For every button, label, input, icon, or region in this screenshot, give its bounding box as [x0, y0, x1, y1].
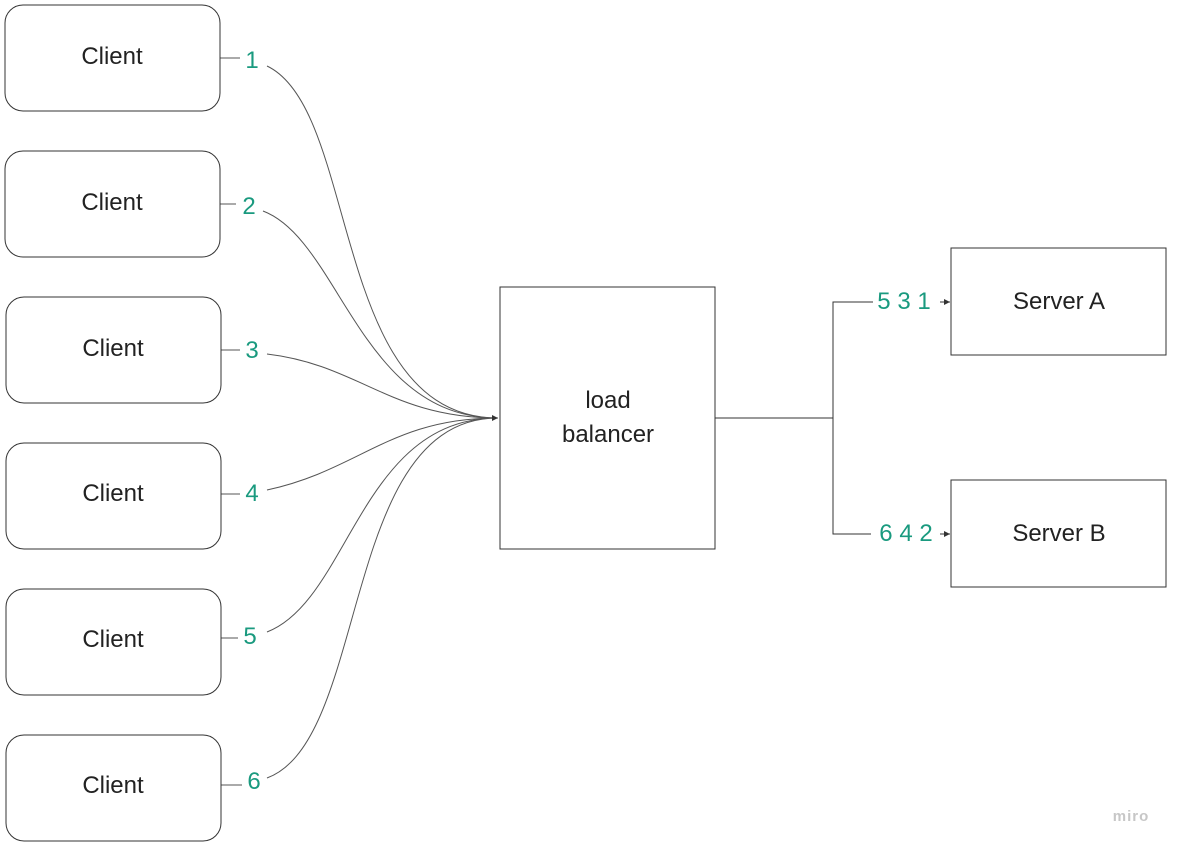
load-balancer-label-line1: load: [585, 387, 630, 414]
client-label: Client: [81, 189, 143, 216]
server-edges: [715, 299, 950, 537]
server-b-sequence: 6 4 2: [879, 520, 932, 547]
client-node-3[interactable]: Client: [5, 296, 222, 404]
client-label: Client: [81, 43, 143, 70]
load-balancer-label-line2: balancer: [562, 421, 654, 448]
edge-curve-client-4: [266, 417, 499, 491]
edge-curve-client-6: [266, 415, 499, 779]
edge-lb-server-a: [832, 301, 873, 418]
edge-curve-client-1: [266, 65, 499, 419]
client-label: Client: [82, 626, 144, 653]
client-node-4[interactable]: Client: [5, 442, 222, 550]
load-balancer-node[interactable]: load balancer: [499, 286, 716, 550]
edge-curve-client-3: [266, 353, 499, 419]
client-node-2[interactable]: Client: [4, 150, 221, 258]
client-label: Client: [82, 772, 144, 799]
client-number: 2: [242, 193, 255, 220]
server-a-sequence: 5 3 1: [877, 288, 930, 315]
client-label: Client: [82, 480, 144, 507]
client-node-6[interactable]: Client: [5, 734, 222, 842]
server-b-label: Server B: [1012, 520, 1105, 547]
client-number: 4: [245, 480, 258, 507]
server-a-label: Server A: [1013, 288, 1105, 315]
server-b-node[interactable]: Server B: [950, 479, 1167, 588]
client-number: 6: [247, 768, 260, 795]
client-edges: [220, 57, 499, 786]
edge-lb-server-b: [832, 418, 871, 535]
edge-curve-client-2: [262, 210, 499, 419]
client-number: 1: [245, 47, 258, 74]
client-label: Client: [82, 335, 144, 362]
miro-watermark: miro: [1113, 808, 1150, 825]
client-node-5[interactable]: Client: [5, 588, 222, 696]
client-number: 5: [243, 623, 256, 650]
edge-curve-client-5: [266, 417, 499, 633]
client-node-1[interactable]: Client: [4, 4, 221, 112]
client-number: 3: [245, 337, 258, 364]
server-a-node[interactable]: Server A: [950, 247, 1167, 356]
